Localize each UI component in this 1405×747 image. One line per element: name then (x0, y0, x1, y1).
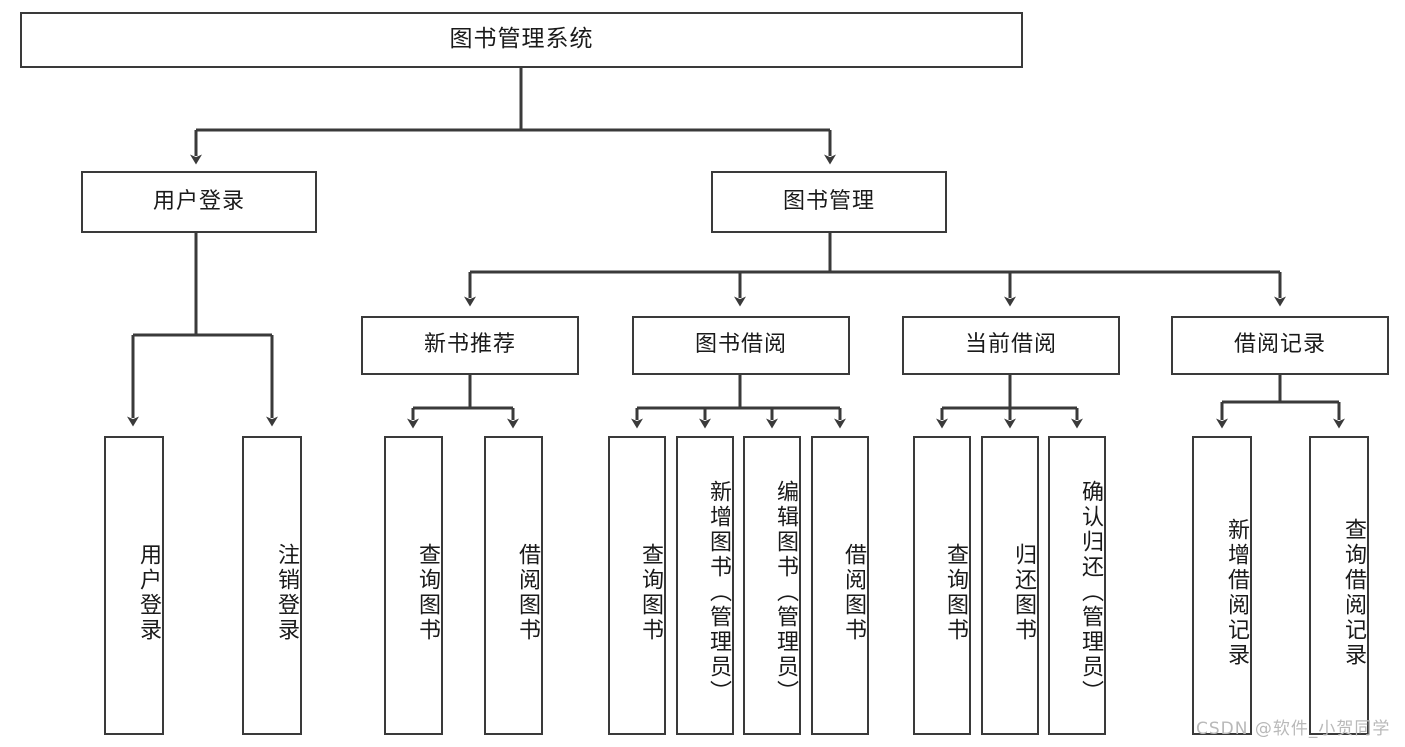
node-label: 借阅图书 (515, 542, 540, 643)
node-label: 查询图书 (638, 542, 663, 643)
leaf-new-book-query[interactable]: 查询图书 (384, 436, 443, 735)
leaf-user-login-logout[interactable]: 注销登录 (242, 436, 302, 735)
leaf-current-borrow-query[interactable]: 查询图书 (913, 436, 971, 735)
node-root-book-management-system[interactable]: 图书管理系统 (20, 12, 1023, 68)
leaf-book-borrow-edit[interactable]: 编辑图书（管理员） (743, 436, 801, 735)
node-book-borrow[interactable]: 图书借阅 (632, 316, 850, 375)
leaf-new-book-borrow[interactable]: 借阅图书 (484, 436, 543, 735)
node-label: 用户登录 (152, 188, 245, 214)
node-book-management[interactable]: 图书管理 (711, 171, 947, 233)
leaf-book-borrow-query[interactable]: 查询图书 (608, 436, 666, 735)
node-label: 查询图书 (415, 542, 440, 643)
node-label: 借阅记录 (1233, 332, 1326, 358)
leaf-current-borrow-confirm-return[interactable]: 确认归还（管理员） (1048, 436, 1106, 735)
node-label: 图书借阅 (694, 332, 787, 358)
node-label: 注销登录 (274, 542, 299, 643)
node-label: 当前借阅 (964, 332, 1057, 358)
leaf-current-borrow-return[interactable]: 归还图书 (981, 436, 1039, 735)
leaf-borrow-record-add[interactable]: 新增借阅记录 (1192, 436, 1252, 735)
node-label: 归还图书 (1011, 542, 1036, 643)
leaf-book-borrow-borrow[interactable]: 借阅图书 (811, 436, 869, 735)
node-label: 借阅图书 (841, 542, 866, 643)
node-label: 新书推荐 (423, 332, 516, 358)
leaf-user-login-login[interactable]: 用户登录 (104, 436, 164, 735)
leaf-book-borrow-add[interactable]: 新增图书（管理员） (676, 436, 734, 735)
watermark: CSDN @软件_小贺同学 (1196, 719, 1391, 739)
node-label: 确认归还（管理员） (1078, 480, 1103, 705)
node-new-book-recommend[interactable]: 新书推荐 (361, 316, 579, 375)
node-label: 图书管理 (782, 188, 875, 214)
node-label: 新增借阅记录 (1224, 517, 1249, 668)
node-current-borrow[interactable]: 当前借阅 (902, 316, 1120, 375)
node-user-login[interactable]: 用户登录 (81, 171, 317, 233)
node-borrow-record[interactable]: 借阅记录 (1171, 316, 1389, 375)
node-label: 查询借阅记录 (1341, 517, 1366, 668)
node-label: 用户登录 (136, 542, 161, 643)
node-label: 编辑图书（管理员） (773, 480, 798, 705)
node-label: 查询图书 (943, 542, 968, 643)
node-label: 新增图书（管理员） (706, 480, 731, 705)
node-label: 图书管理系统 (449, 26, 594, 53)
leaf-borrow-record-query[interactable]: 查询借阅记录 (1309, 436, 1369, 735)
